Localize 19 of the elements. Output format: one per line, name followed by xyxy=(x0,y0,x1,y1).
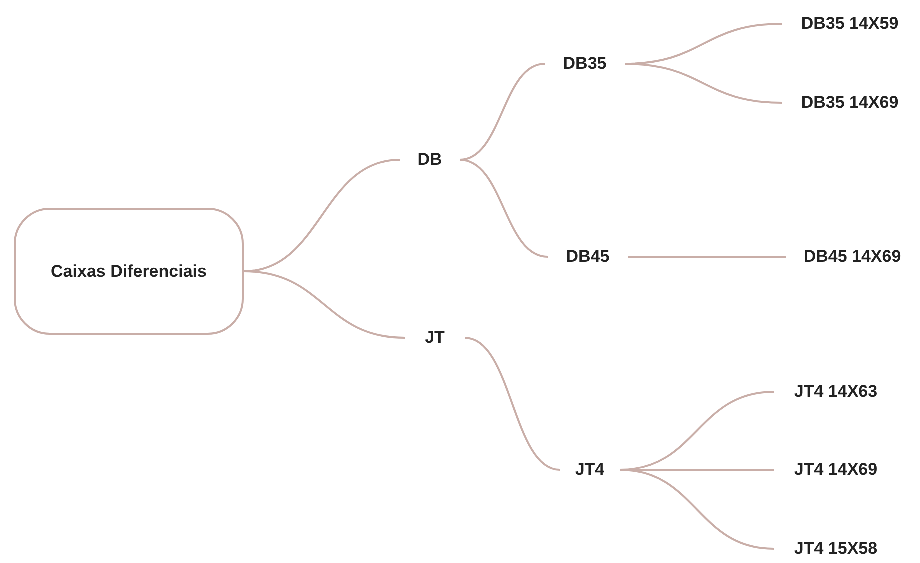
node-label: DB35 14X59 xyxy=(801,13,899,35)
node-label: JT4 14X63 xyxy=(794,381,878,403)
connector-line xyxy=(244,270,406,339)
node-label: JT4 xyxy=(575,459,605,481)
node-label: DB45 14X69 xyxy=(804,246,902,268)
connector-line xyxy=(624,63,782,104)
node-label: JT4 14X69 xyxy=(794,459,878,481)
connector-line xyxy=(628,256,786,258)
node-label: JT xyxy=(425,327,445,349)
node-label: JT4 15X58 xyxy=(794,538,878,560)
node-label: DB45 xyxy=(566,246,610,268)
node-label: DB35 14X69 xyxy=(801,92,899,114)
root-node-box xyxy=(14,208,244,335)
connector-line xyxy=(620,469,774,550)
connector-line xyxy=(464,337,560,471)
node-label: DB xyxy=(418,149,442,171)
node-label: Caixas Diferenciais xyxy=(51,260,207,282)
connector-line xyxy=(460,159,548,258)
node-label: DB35 xyxy=(563,53,607,75)
